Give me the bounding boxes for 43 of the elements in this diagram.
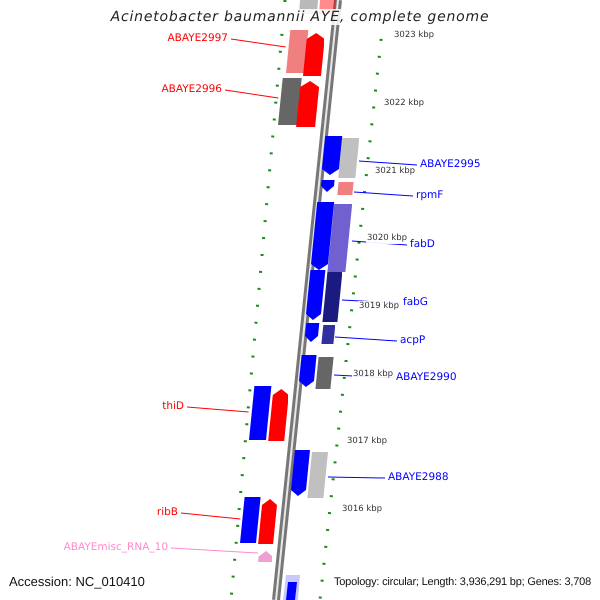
gene-arrow-pair (258, 551, 272, 562)
scale-label: 3017 kbp (346, 436, 388, 447)
gene-label: ABAYE2996 (161, 83, 222, 96)
gene-label: ABAYE2997 (167, 32, 228, 45)
scale-label: 3023 kbp (393, 30, 436, 41)
gene-label: ABAYEmisc_RNA_10 (64, 541, 168, 554)
gene-arrow-pair (304, 323, 335, 344)
scale-label: 3018 kbp (352, 369, 394, 380)
scale-label: 3016 kbp (341, 504, 384, 515)
gene-arrow-pair (240, 497, 278, 544)
gene-arrow-pair (306, 270, 342, 322)
scale-label: 3021 kbp (374, 166, 416, 177)
leader-line (170, 548, 258, 554)
gene-label: ABAYE2988 (388, 471, 449, 484)
gene-arrow-pair (278, 78, 320, 127)
gene-arrow-pair (310, 202, 352, 272)
leader-line (224, 90, 279, 98)
leader-line (186, 406, 250, 412)
gene-label: fabG (403, 296, 428, 309)
gene-label: ABAYE2995 (420, 158, 481, 171)
scale-label: 3020 kbp (366, 233, 408, 244)
leader-line (354, 192, 414, 196)
leader-line (230, 38, 286, 48)
gene-label: rpmF (416, 189, 444, 202)
gene-arrow-pair (322, 136, 359, 178)
leader-line (358, 160, 418, 166)
scale-label: 3022 kbp (383, 98, 426, 109)
info-text: Accession: NC_010410 (8, 574, 146, 590)
gene-arrow-pair (291, 450, 328, 498)
gene-label: ABAYE2990 (396, 371, 457, 384)
leader-line (328, 476, 386, 478)
gene-arrow-pair (248, 386, 288, 441)
info-text: Topology: circular; Length: 3,936,291 bp; Genes: 3,708 (332, 574, 592, 590)
gene-arrow-pair (321, 180, 354, 195)
gene-label: thiD (162, 400, 184, 413)
scale-label: 3019 kbp (358, 301, 400, 312)
leader-line (334, 336, 398, 342)
gene-arrow-pair (286, 30, 324, 76)
leader-line (180, 512, 241, 520)
gene-label: ribB (156, 506, 178, 519)
gene-arrow-pair (299, 355, 334, 389)
gene-label: acpP (400, 334, 426, 347)
gene-label: fabD (410, 238, 435, 251)
